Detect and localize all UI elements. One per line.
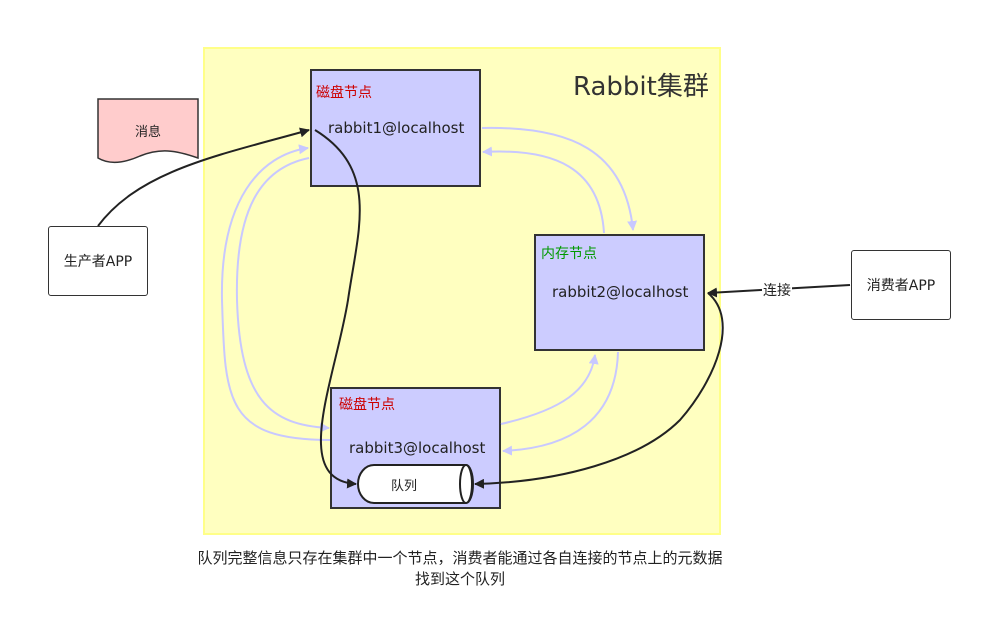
caption-line-1: 队列完整信息只存在集群中一个节点，消费者能通过各自连接的节点上的元数据 — [197, 549, 723, 567]
sync-arrow-1-to-2 — [481, 126, 638, 231]
node-rabbit2[interactable] — [534, 234, 705, 351]
queue-shape — [357, 464, 474, 504]
producer-app-label: 生产者APP — [63, 254, 133, 270]
sync-arrow-2-to-1 — [482, 146, 605, 234]
message-label: 消息 — [135, 125, 162, 140]
node1-to-queue-arrow — [314, 129, 361, 489]
sync-arrow-3-to-2 — [500, 354, 599, 425]
message-shape — [97, 98, 199, 163]
consumer-app-label: 消费者APP — [866, 278, 936, 294]
node-rabbit2-host: rabbit2@localhost — [552, 283, 689, 301]
node-rabbit1[interactable] — [310, 69, 481, 187]
sync-arrow-1-to-3-inner — [235, 157, 330, 433]
producer-app[interactable]: 生产者APP — [48, 226, 148, 296]
caption-line-2: 找到这个队列 — [414, 570, 505, 588]
diagram-caption: 队列完整信息只存在集群中一个节点，消费者能通过各自连接的节点上的元数据 找到这个… — [150, 548, 770, 590]
cluster-title: Rabbit集群 — [573, 72, 709, 102]
node-rabbit1-host: rabbit1@localhost — [328, 119, 465, 137]
node-rabbit1-type: 磁盘节点 — [316, 85, 372, 101]
queue-label: 队列 — [391, 479, 418, 494]
node-rabbit3-host: rabbit3@localhost — [349, 439, 486, 457]
node-rabbit2-type: 内存节点 — [541, 246, 597, 262]
sync-arrow-2-to-3 — [502, 351, 619, 456]
node2-to-queue-arrow — [474, 292, 724, 489]
consumer-app[interactable]: 消费者APP — [851, 250, 951, 320]
node-rabbit3-type: 磁盘节点 — [339, 397, 395, 413]
producer-publish-arrow — [97, 127, 310, 227]
sync-arrow-3-to-1-outer — [220, 144, 331, 441]
connection-label: 连接 — [762, 280, 792, 300]
